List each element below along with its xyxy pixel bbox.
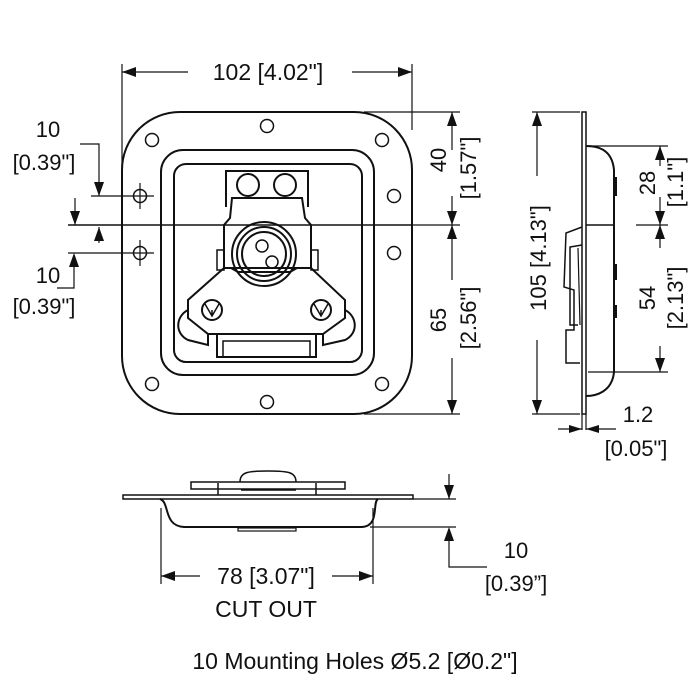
dim-28-value: 28 <box>635 171 660 195</box>
dim-center-to-bottom: 65 [2.56"] <box>364 224 481 415</box>
crosshair-hole-top <box>128 183 154 209</box>
mounting-hole <box>374 132 390 148</box>
dim-54-value: 54 <box>635 286 660 310</box>
dim-lower-pocket: 54 [2.13"] <box>588 225 688 373</box>
latch-dial <box>231 221 297 287</box>
bottom-pocket <box>159 498 379 528</box>
dim-cutout: 78 [3.07"] CUT OUT <box>160 508 374 622</box>
latch-mechanism <box>177 170 356 358</box>
outer-flange <box>121 111 413 415</box>
dim-height: 105 [4.13"] <box>526 111 580 415</box>
mounting-hole <box>144 132 160 148</box>
dim-depth-value: 10 <box>504 538 528 563</box>
dim-depth-imperial: [0.39”] <box>485 571 547 596</box>
dim-width-label: 102 [4.02"] <box>213 59 323 85</box>
dim-hole-offset-bottom: 10 [0.39"] <box>13 227 128 319</box>
dim-65-imperial: [2.56"] <box>456 287 481 350</box>
bottom-flange <box>122 494 414 500</box>
dim-depth: 10 [0.39”] <box>370 474 547 596</box>
cutout-caption: CUT OUT <box>215 596 317 622</box>
hinge-rivet <box>236 173 260 197</box>
recess-inner <box>173 163 363 363</box>
mounting-holes <box>144 118 402 410</box>
dim-hole-top-value: 10 <box>36 117 60 142</box>
mounting-hole <box>386 188 402 204</box>
mounting-hole <box>259 394 275 410</box>
mounting-hole <box>386 245 402 261</box>
dim-hole-offset-top: 10 [0.39"] <box>13 117 128 225</box>
side-view: 105 [4.13"] 28 [1.1"] 54 [2.13"] <box>526 111 688 461</box>
dim-thickness: 1.2 [0.05"] <box>558 402 667 461</box>
side-pocket <box>585 145 615 397</box>
hinge-rivet <box>273 173 297 197</box>
bottom-view: 78 [3.07"] CUT OUT 10 [0.39”] <box>122 470 547 622</box>
plate-rivet-right <box>310 299 332 321</box>
dim-thickness-value: 1.2 <box>623 402 654 427</box>
dim-hole-bottom-imperial: [0.39"] <box>13 294 76 319</box>
dim-hole-top-imperial: [0.39"] <box>13 150 76 175</box>
side-handle <box>563 226 583 364</box>
dim-40-value: 40 <box>426 148 451 172</box>
dim-upper-pocket: 28 [1.1"] <box>588 145 688 226</box>
dim-hole-bottom-value: 10 <box>36 263 60 288</box>
plate-rivet-left <box>201 299 223 321</box>
dim-54-imperial: [2.13"] <box>663 267 688 330</box>
side-flange <box>581 111 587 415</box>
dim-28-imperial: [1.1"] <box>663 157 688 208</box>
dim-thickness-imperial: [0.05"] <box>605 436 668 461</box>
crosshair-hole-bottom <box>128 240 154 266</box>
dim-top-to-center: 40 [1.57"] <box>364 111 481 225</box>
dim-height-label: 105 [4.13"] <box>526 205 551 311</box>
dim-cutout-label: 78 [3.07"] <box>217 563 315 589</box>
dim-65-value: 65 <box>426 308 451 332</box>
front-view: 102 [4.02"] 40 [1.57"] 65 [2.56"] 10 [0.… <box>13 59 481 415</box>
footnote-mounting-holes: 10 Mounting Holes Ø5.2 [Ø0.2"] <box>192 648 517 674</box>
mounting-hole <box>259 118 275 134</box>
dim-40-imperial: [1.57"] <box>456 137 481 200</box>
mounting-hole <box>144 376 160 392</box>
recess-outer <box>160 149 375 376</box>
dim-width: 102 [4.02"] <box>121 59 413 200</box>
mounting-hole <box>374 376 390 392</box>
